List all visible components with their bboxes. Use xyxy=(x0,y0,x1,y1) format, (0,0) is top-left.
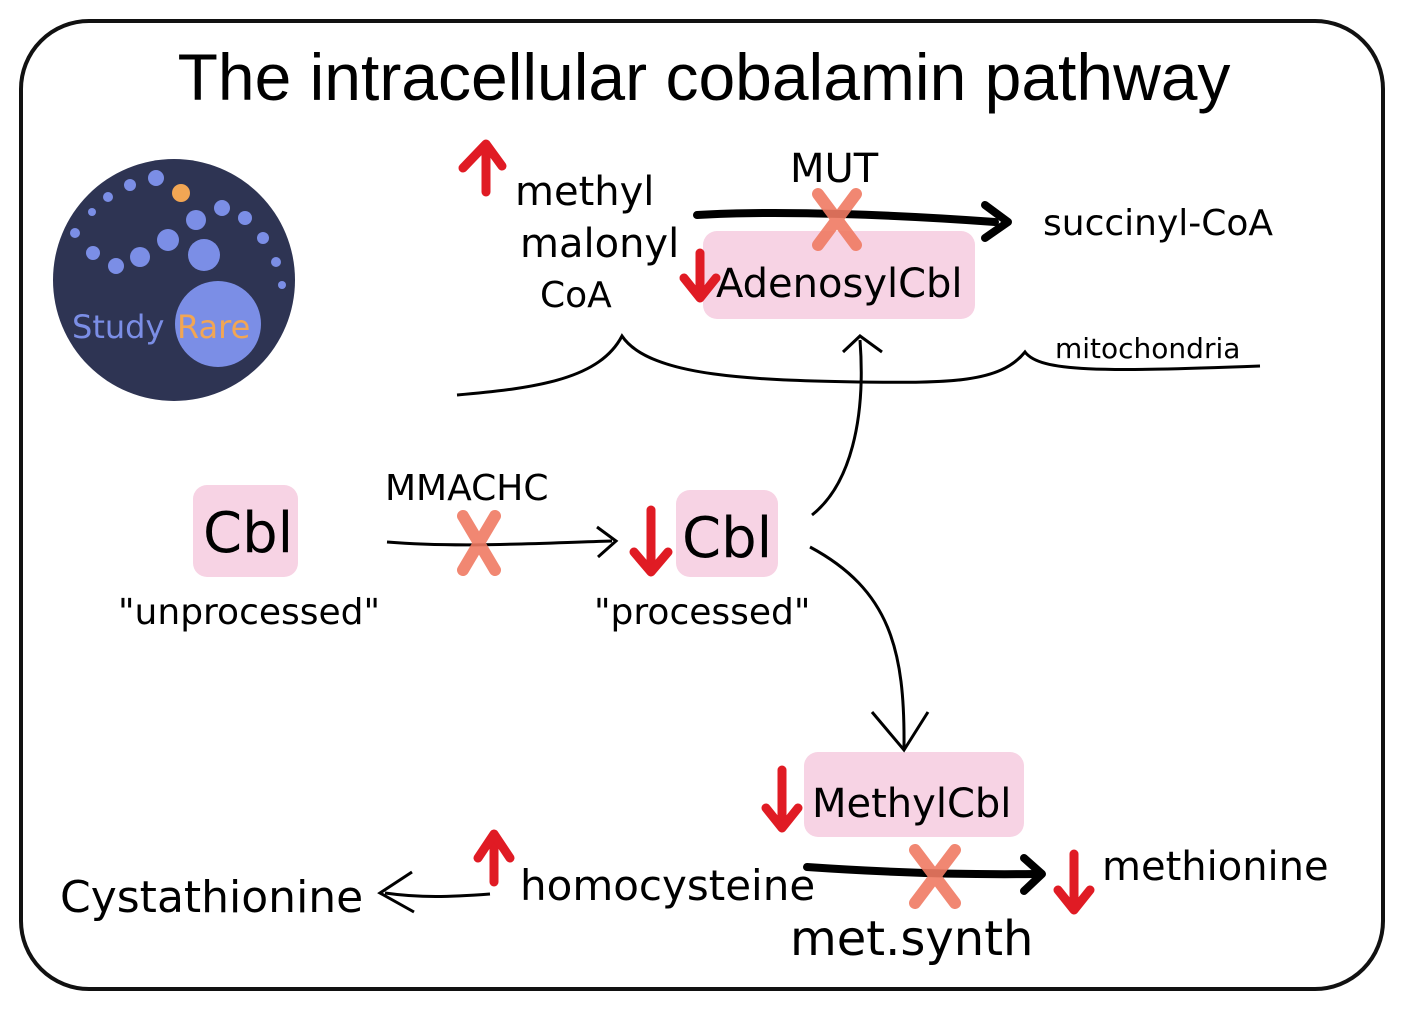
adenosylcbl-highlight xyxy=(703,231,975,319)
diagram-title: The intracellular cobalamin pathway xyxy=(177,40,1231,114)
met-synth-enzyme-label: met.synth xyxy=(790,911,1033,967)
processed-caption: "processed" xyxy=(594,592,810,633)
methylcbl-down-arrow-icon xyxy=(761,765,803,833)
processed-cbl-down-arrow-icon xyxy=(629,505,673,577)
homocysteine-up-arrow-icon xyxy=(473,829,515,887)
homocysteine-label: homocysteine xyxy=(520,861,815,910)
cbl-unprocessed-label: Cbl xyxy=(203,501,293,566)
logo-accent-dot xyxy=(172,184,190,202)
unprocessed-caption: "unprocessed" xyxy=(118,592,380,633)
cbl-unprocessed-highlight xyxy=(193,485,298,577)
adenosylcbl-label: AdenosylCbl xyxy=(716,261,963,307)
metsynth-arrowhead xyxy=(1020,854,1046,895)
to-cystathionine-arrowhead xyxy=(377,870,415,914)
cbl-processed-label: Cbl xyxy=(682,506,772,571)
mut-block-x-icon xyxy=(812,188,862,251)
mmachc-enzyme-label: MMACHC xyxy=(385,468,548,509)
methionine-down-arrow-icon xyxy=(1053,849,1095,915)
methylmalonyl-line3: CoA xyxy=(540,275,612,316)
mmachc-arrowhead xyxy=(596,525,619,559)
metsynth-block-x-icon xyxy=(909,844,961,909)
cbl-processed-highlight xyxy=(676,490,778,577)
methionine-label: methionine xyxy=(1102,844,1329,890)
methylcbl-label: MethylCbl xyxy=(812,781,1011,827)
studyrare-logo: Study Rare xyxy=(53,159,295,401)
logo-study: Study xyxy=(72,308,164,346)
mut-enzyme-label: MUT xyxy=(790,146,879,192)
mmachc-block-x-icon xyxy=(457,510,501,576)
to-adenosyl-arrowhead xyxy=(841,334,883,354)
logo-rare: Rare xyxy=(177,308,250,346)
to-methylcbl-arrowhead xyxy=(870,711,930,753)
succinyl-coa-label: succinyl-CoA xyxy=(1043,203,1273,244)
methylmalonyl-up-arrow-icon xyxy=(458,139,507,197)
mitochondria-label: mitochondria xyxy=(1055,332,1240,365)
metsynth-arrow xyxy=(803,863,1039,879)
methylcbl-highlight xyxy=(804,752,1024,837)
mmachc-arrow xyxy=(386,539,613,547)
to-adenosyl-arrow xyxy=(811,339,863,517)
to-cystathionine-arrow xyxy=(384,891,491,898)
mut-arrowhead xyxy=(981,201,1012,242)
to-methylcbl-arrow xyxy=(809,545,906,749)
methylmalonyl-line2: malonyl xyxy=(520,221,679,267)
adenosyl-down-arrow-icon xyxy=(679,248,721,303)
methylmalonyl-line1: methyl xyxy=(515,169,654,215)
logo-dots-icon xyxy=(70,170,286,367)
cystathionine-label: Cystathionine xyxy=(60,872,363,923)
